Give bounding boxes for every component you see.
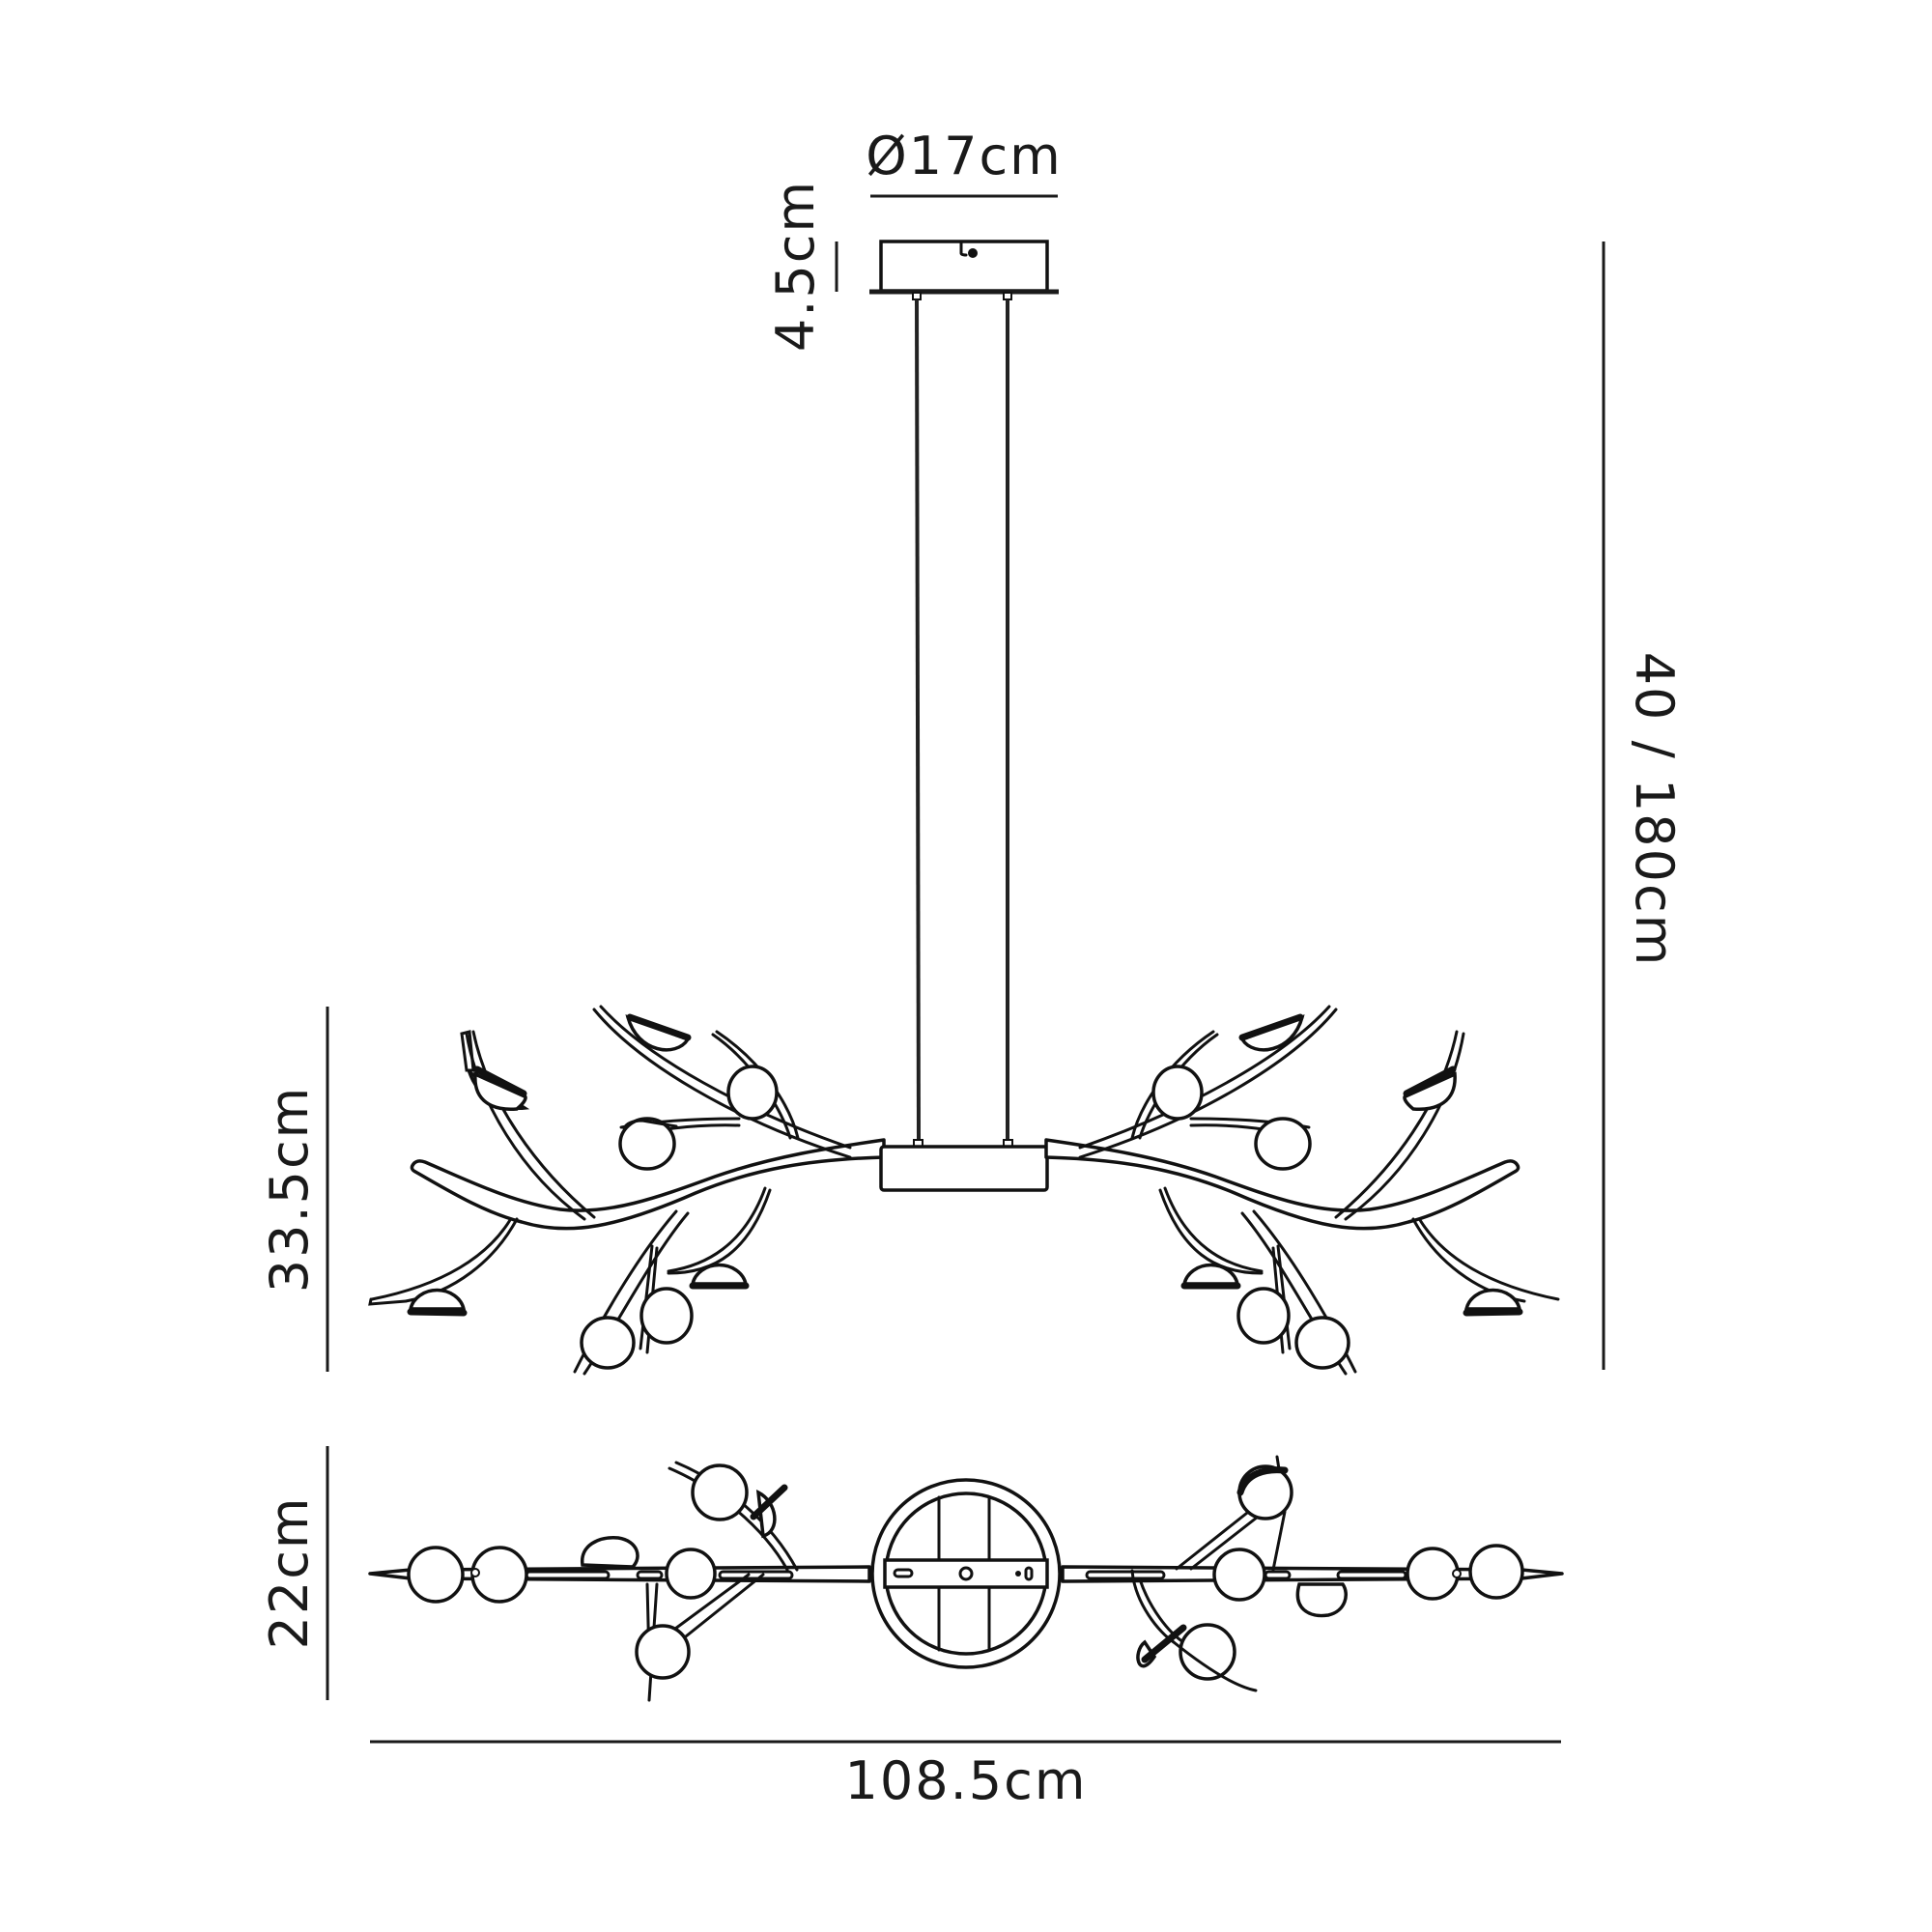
canopy-height-dimension: 4.5cm — [765, 180, 838, 352]
fixture-height-dimension: 33.5cm — [259, 1007, 329, 1372]
right-branch-assembly — [1044, 1005, 1560, 1376]
fixture-width-dimension: 108.5cm — [370, 1740, 1561, 1811]
overall-height-dimension: 40 / 180cm — [1602, 242, 1685, 1370]
plan-center-hub — [870, 1478, 1062, 1669]
fixture-depth-label: 22cm — [259, 1495, 320, 1649]
suspension-cords — [913, 298, 1013, 1149]
side-elevation-view — [368, 240, 1560, 1376]
fixture-width-label: 108.5cm — [845, 1750, 1088, 1811]
fixture-height-label: 33.5cm — [259, 1086, 320, 1293]
overall-height-label: 40 / 180cm — [1624, 652, 1685, 968]
canopy-height-label: 4.5cm — [765, 180, 826, 352]
canopy-diameter-dimension: Ø17cm — [866, 126, 1063, 198]
top-plan-view — [368, 1455, 1564, 1702]
center-hub — [879, 1145, 1049, 1192]
ceiling-canopy — [869, 240, 1059, 300]
left-branch-assembly — [368, 1005, 886, 1376]
canopy-screw-icon — [968, 248, 978, 258]
fixture-depth-dimension: 22cm — [259, 1446, 329, 1700]
canopy-diameter-label: Ø17cm — [866, 126, 1063, 186]
